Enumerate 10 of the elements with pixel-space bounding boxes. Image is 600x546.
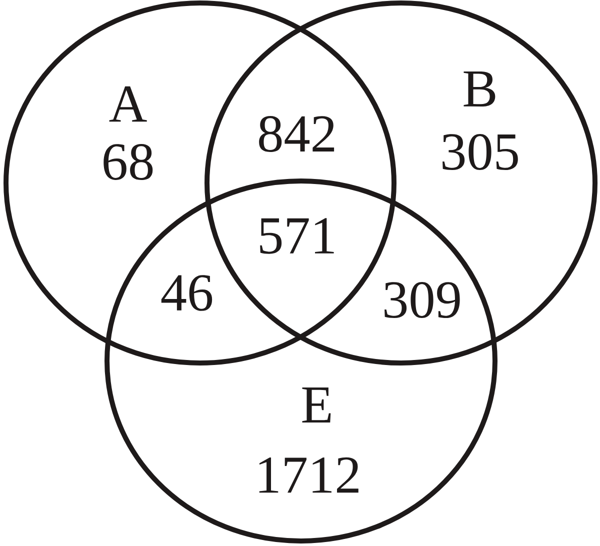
count-label: 571 — [260, 218, 334, 254]
count-label: 309 — [384, 282, 460, 318]
set-name: B — [464, 71, 496, 107]
count-label: 1712 — [259, 457, 358, 493]
set-name: A — [109, 86, 147, 122]
count-label: 68 — [104, 144, 153, 180]
set-name: E — [302, 388, 331, 422]
count-label: 842 — [259, 116, 334, 152]
count-label: 305 — [442, 134, 518, 170]
count-label: 46 — [161, 275, 212, 311]
